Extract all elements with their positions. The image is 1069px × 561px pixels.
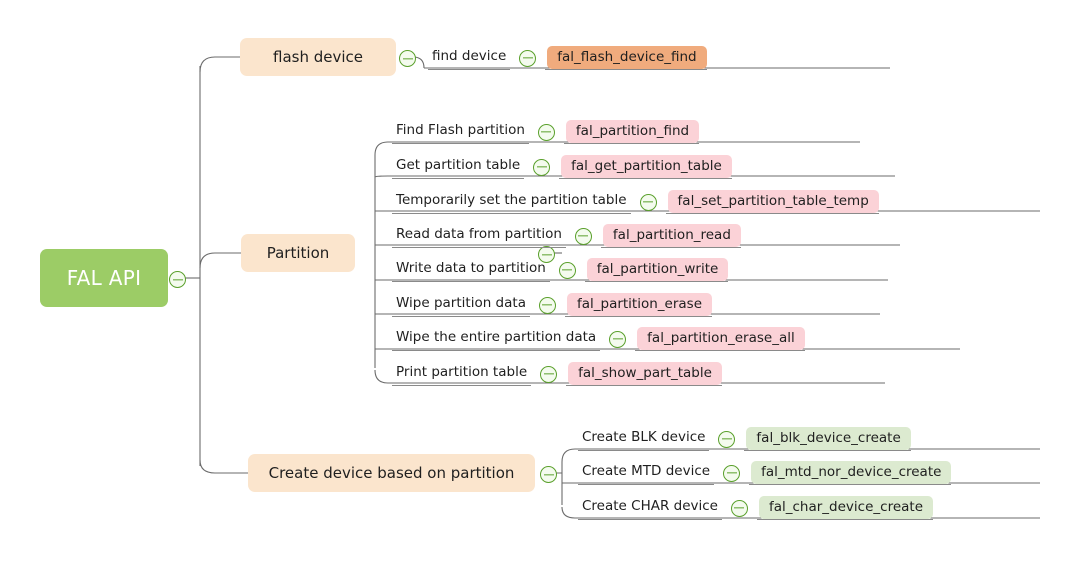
leaf-api-badge-wrap: fal_flash_device_find xyxy=(545,46,707,70)
leaf-api-badge[interactable]: fal_partition_find xyxy=(565,120,700,143)
leaf-api-badge[interactable]: fal_partition_erase xyxy=(566,293,713,316)
branch-node-label-create-device: Create device based on partition xyxy=(268,464,515,482)
branch-line-create-device xyxy=(199,459,248,474)
leaf-api-badge-wrap: fal_set_partition_table_temp xyxy=(665,190,879,214)
leaf-row[interactable]: find device fal_flash_device_find xyxy=(428,46,707,70)
branch-line-flash-device xyxy=(199,56,240,73)
leaf-api-badge-wrap: fal_partition_erase xyxy=(564,293,713,317)
leaf-row[interactable]: Create CHAR device fal_char_device_creat… xyxy=(578,496,934,520)
leaf-api-badge-wrap: fal_blk_device_create xyxy=(744,427,911,451)
leaf-label: Create MTD device xyxy=(578,462,715,485)
branch-node-label-flash-device: flash device xyxy=(273,48,363,66)
leaf-row[interactable]: Create MTD device fal_mtd_nor_device_cre… xyxy=(578,461,952,485)
leaf-collapse-toggle-icon[interactable] xyxy=(723,464,741,482)
leaf-api-badge[interactable]: fal_flash_device_find xyxy=(547,46,707,69)
leaf-row[interactable]: Read data from partition fal_partition_r… xyxy=(392,224,741,248)
leaf-row[interactable]: Write data to partition fal_partition_wr… xyxy=(392,258,729,282)
leaf-row[interactable]: Temporarily set the partition table fal_… xyxy=(392,190,879,214)
branch-node-flash-device[interactable]: flash device xyxy=(240,38,396,76)
leaf-api-badge-wrap: fal_partition_write xyxy=(584,258,729,282)
leaf-api-badge-wrap: fal_show_part_table xyxy=(566,362,722,386)
leaf-api-badge-wrap: fal_partition_find xyxy=(563,120,700,144)
leaf-label: Wipe partition data xyxy=(392,294,530,317)
leaf-collapse-toggle-icon[interactable] xyxy=(533,158,551,176)
leaf-label: Create CHAR device xyxy=(578,497,722,520)
branch-node-create-device[interactable]: Create device based on partition xyxy=(248,454,535,492)
leaf-api-badge[interactable]: fal_partition_read xyxy=(602,224,741,247)
leaf-api-badge-wrap: fal_partition_read xyxy=(600,224,741,248)
leaf-collapse-toggle-icon[interactable] xyxy=(639,193,657,211)
leaf-collapse-toggle-icon[interactable] xyxy=(609,330,627,348)
leaf-collapse-toggle-icon[interactable] xyxy=(519,49,537,67)
leaf-api-badge-wrap: fal_get_partition_table xyxy=(559,155,732,179)
leaf-api-badge-wrap: fal_char_device_create xyxy=(756,496,934,520)
leaf-api-badge[interactable]: fal_get_partition_table xyxy=(561,155,732,178)
leaf-label: Temporarily set the partition table xyxy=(392,191,631,214)
leaf-api-badge[interactable]: fal_partition_write xyxy=(586,258,729,281)
leaf-api-badge[interactable]: fal_mtd_nor_device_create xyxy=(751,461,952,484)
leaf-row[interactable]: Create BLK device fal_blk_device_create xyxy=(578,427,911,451)
leaf-collapse-toggle-icon[interactable] xyxy=(540,365,558,383)
leaf-label: Find Flash partition xyxy=(392,121,529,144)
branch-node-label-partition: Partition xyxy=(266,244,330,262)
leaf-label: find device xyxy=(428,47,511,70)
leaf-api-badge[interactable]: fal_char_device_create xyxy=(758,496,934,519)
leaf-api-badge-wrap: fal_partition_erase_all xyxy=(635,327,805,351)
branch-node-partition[interactable]: Partition xyxy=(241,234,355,272)
root-node-label: FAL API xyxy=(66,266,142,290)
root-node-fal-api[interactable]: FAL API xyxy=(40,249,168,307)
leaf-collapse-toggle-icon[interactable] xyxy=(558,261,576,279)
leaf-collapse-toggle-icon[interactable] xyxy=(537,123,555,141)
leaf-api-badge[interactable]: fal_set_partition_table_temp xyxy=(667,190,879,213)
leaf-api-badge[interactable]: fal_show_part_table xyxy=(568,362,722,385)
leaf-collapse-toggle-icon[interactable] xyxy=(718,430,736,448)
branch-collapse-toggle-icon-create-device[interactable] xyxy=(540,466,557,483)
leaf-row[interactable]: Wipe the entire partition data fal_parti… xyxy=(392,327,805,351)
leaf-api-badge[interactable]: fal_partition_erase_all xyxy=(637,327,805,350)
branch-line-partition xyxy=(199,252,241,269)
leaf-row[interactable]: Print partition table fal_show_part_tabl… xyxy=(392,362,722,386)
leaf-label: Wipe the entire partition data xyxy=(392,328,601,351)
leaf-api-badge-wrap: fal_mtd_nor_device_create xyxy=(749,461,952,485)
leaf-label: Write data to partition xyxy=(392,259,550,282)
root-collapse-toggle-icon[interactable] xyxy=(169,271,186,288)
leaf-collapse-toggle-icon[interactable] xyxy=(574,227,592,245)
branch-collapse-toggle-icon-flash-device[interactable] xyxy=(399,50,416,67)
leaf-collapse-toggle-icon[interactable] xyxy=(730,499,748,517)
leaf-label: Get partition table xyxy=(392,156,525,179)
leaf-collapse-toggle-icon[interactable] xyxy=(538,296,556,314)
leaf-label: Create BLK device xyxy=(578,428,710,451)
leaf-row[interactable]: Wipe partition data fal_partition_erase xyxy=(392,293,713,317)
leaf-label: Read data from partition xyxy=(392,225,566,248)
leaf-row[interactable]: Get partition table fal_get_partition_ta… xyxy=(392,155,732,179)
leaf-api-badge[interactable]: fal_blk_device_create xyxy=(746,427,911,450)
leaf-row[interactable]: Find Flash partition fal_partition_find xyxy=(392,120,700,144)
leaf-label: Print partition table xyxy=(392,363,532,386)
